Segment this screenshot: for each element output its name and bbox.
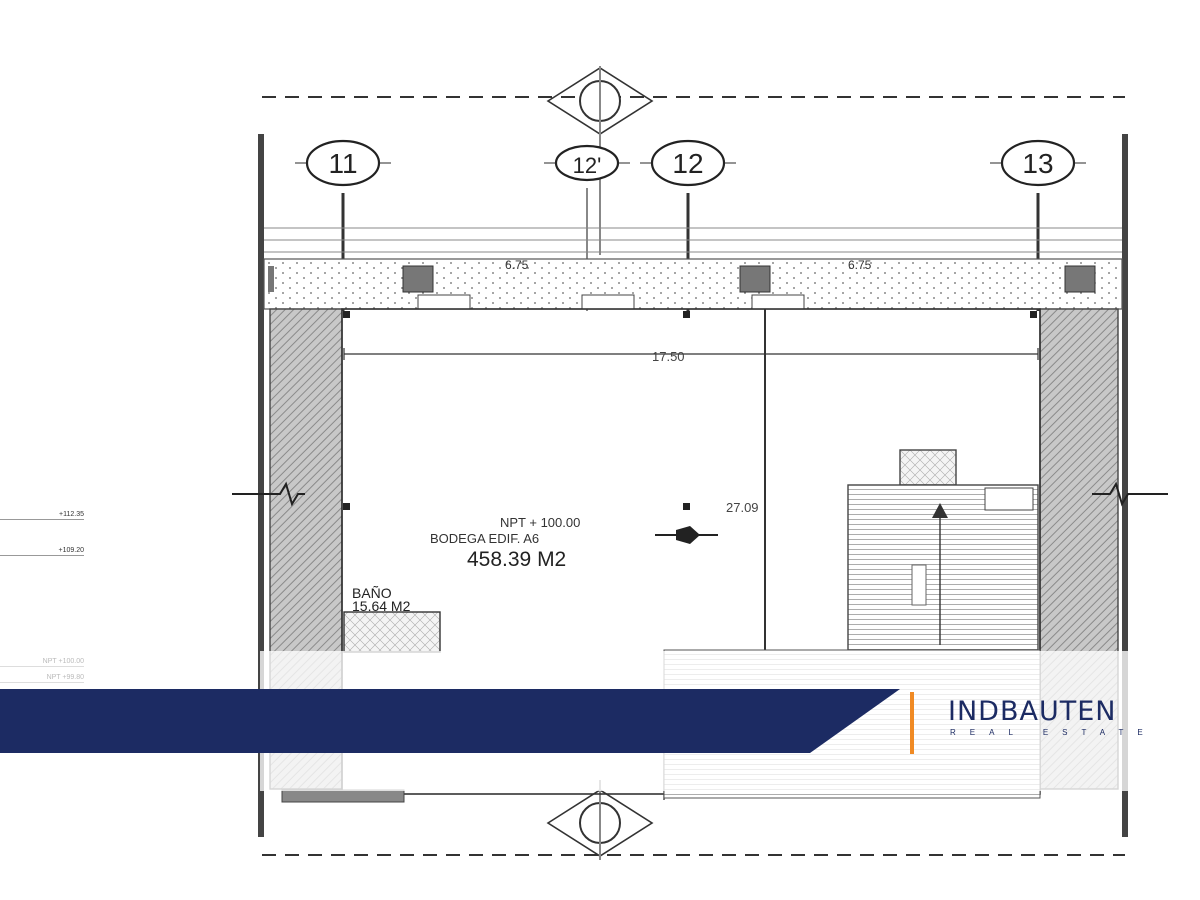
break-symbols bbox=[232, 481, 1168, 544]
dim-bay-left: 6.75 bbox=[505, 258, 529, 272]
brand-banner bbox=[0, 689, 900, 753]
section-marker-bottom bbox=[546, 780, 654, 860]
level-label: NPT +99.80 bbox=[46, 674, 84, 681]
level-row: NPT +99.80 bbox=[0, 668, 84, 683]
level-row: +109.20 bbox=[0, 541, 84, 556]
level-label: +112.35 bbox=[59, 511, 84, 518]
column-markers bbox=[343, 311, 1037, 510]
room-level: NPT + 100.00 bbox=[500, 515, 580, 530]
level-row: NPT +100.00 bbox=[0, 652, 84, 667]
room-area: 458.39 M2 bbox=[467, 548, 566, 571]
axis-bubble bbox=[650, 139, 726, 187]
bottom-detail bbox=[281, 789, 405, 803]
level-label: +109.20 bbox=[58, 547, 85, 554]
dotted-band bbox=[263, 258, 1123, 310]
brand-logo: INDBAUTEN REAL ESTATE bbox=[910, 690, 1180, 755]
dim-bay-right: 6.75 bbox=[848, 258, 872, 272]
level-row: +112.35 bbox=[0, 505, 84, 520]
dim-depth: 27.09 bbox=[726, 500, 759, 515]
logo-name: INDBAUTEN bbox=[948, 696, 1117, 727]
bath-fixture bbox=[343, 611, 441, 653]
axis-bubble bbox=[554, 144, 620, 182]
section-marker-top bbox=[546, 66, 654, 255]
band-blocks bbox=[268, 265, 1096, 310]
stair bbox=[847, 449, 1039, 651]
dim-width: 17.50 bbox=[652, 349, 685, 364]
axis-bubble bbox=[1000, 139, 1076, 187]
axis-label: 12' bbox=[573, 153, 602, 178]
dimension-width-line bbox=[343, 348, 1039, 360]
level-label: NPT +100.00 bbox=[42, 658, 84, 665]
logo-tagline: REAL ESTATE bbox=[950, 728, 1157, 737]
boundary-right bbox=[1122, 134, 1128, 837]
axis-label: 13 bbox=[1022, 148, 1053, 179]
room-name: BODEGA EDIF. A6 bbox=[430, 531, 539, 546]
axis-label: 12 bbox=[672, 148, 703, 179]
axis-bubbles: 11 12' 12 13 bbox=[295, 139, 1086, 187]
axis-label: 11 bbox=[328, 148, 357, 179]
bath-name: BAÑO bbox=[352, 585, 392, 601]
logo-accent-bar bbox=[910, 692, 914, 754]
bath-area: 15.64 M2 bbox=[352, 598, 411, 614]
axis-bubble bbox=[305, 139, 381, 187]
boundary-left bbox=[258, 134, 264, 837]
